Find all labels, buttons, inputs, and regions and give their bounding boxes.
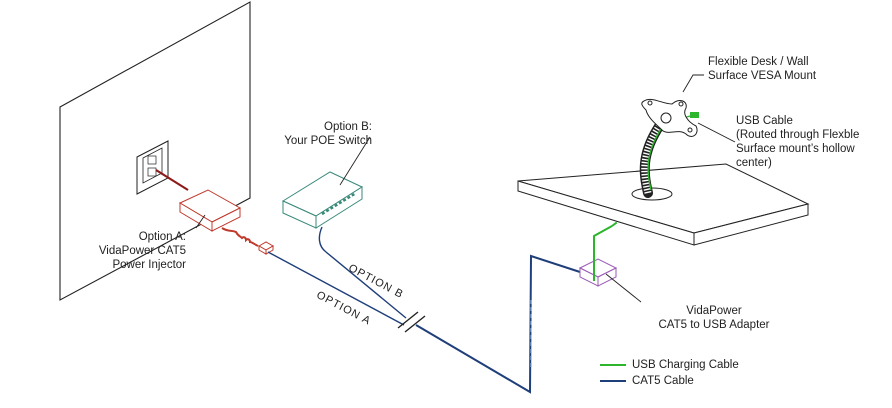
label-option-b: Option B: Your POE Switch <box>250 120 372 148</box>
cat5-cable-main <box>415 254 581 394</box>
label-option-a: Option A: VidaPower CAT5 Power Injector <box>80 230 186 272</box>
usb-cable <box>593 225 613 281</box>
usb-plug <box>690 112 699 118</box>
vesa-plate <box>641 98 698 137</box>
power-cord <box>155 169 189 191</box>
cat5-cable-option-a <box>267 251 405 326</box>
label-option-a-line2: VidaPower CAT5 <box>98 245 186 257</box>
gooseneck-arm <box>639 120 665 198</box>
legend-swatch-usb <box>600 364 626 366</box>
cat5-cable-option-b <box>318 226 407 319</box>
cable-break-mark <box>397 311 419 329</box>
label-adapter-line2: CAT5 to USB Adapter <box>658 319 770 331</box>
injector-cable <box>221 227 259 247</box>
legend-label-cat5: CAT5 Cable <box>632 375 694 387</box>
legend-swatch-cat5 <box>600 380 626 382</box>
cable-break-mark <box>404 315 426 333</box>
label-option-b-line2: Your POE Switch <box>284 135 372 147</box>
label-usb-cable-line3: Surface mount’s hollow <box>736 143 855 155</box>
label-vesa-mount: Flexible Desk / Wall Surface VESA Mount <box>708 55 816 83</box>
legend-label-usb: USB Charging Cable <box>632 359 739 371</box>
label-usb-cable-line1: USB Cable <box>736 115 793 127</box>
label-usb-cable-line4: center) <box>736 157 772 169</box>
label-option-b-line1: Option B: <box>324 121 372 133</box>
desk <box>517 163 810 246</box>
label-adapter-line1: VidaPower <box>686 305 742 317</box>
power-injector <box>178 189 242 232</box>
label-usb-cable: USB Cable (Routed through Flexble Surfac… <box>736 114 859 170</box>
poe-switch <box>281 171 364 229</box>
label-vesa-mount-line1: Flexible Desk / Wall <box>708 56 809 68</box>
label-vesa-mount-line2: Surface VESA Mount <box>708 70 817 82</box>
cat5-usb-adapter <box>578 258 618 287</box>
label-option-a-line1: Option A: <box>138 231 186 243</box>
leader-lines <box>195 74 736 303</box>
rj45-connector <box>257 241 275 255</box>
label-usb-cable-line2: (Routed through Flexble <box>736 129 860 141</box>
wall-outlet <box>136 140 169 195</box>
label-adapter: VidaPower CAT5 to USB Adapter <box>644 304 784 332</box>
label-option-a-line3: Power Injector <box>112 259 186 271</box>
